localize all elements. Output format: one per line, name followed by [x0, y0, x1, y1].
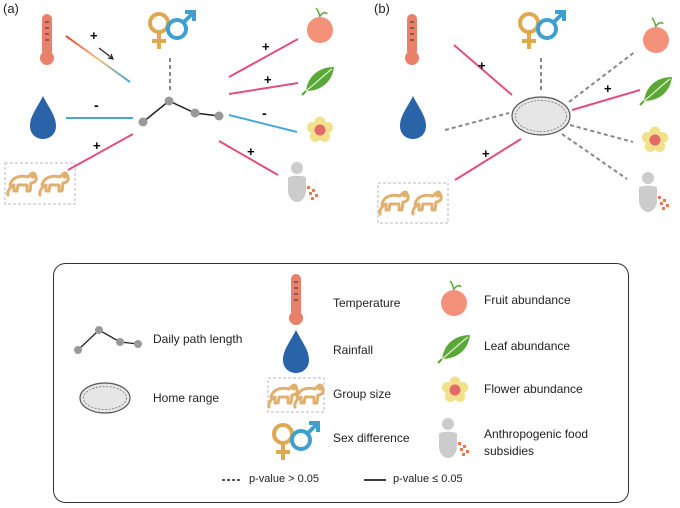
legend-flower: Flower abundance [484, 382, 583, 396]
group-size-box [4, 162, 76, 205]
monkey-icon [6, 170, 38, 197]
leaf-icon [301, 66, 335, 96]
panel-b-label: (b) [374, 1, 390, 16]
legend-rainfall: Rainfall [333, 343, 374, 357]
flower-link [569, 124, 634, 143]
home-range-icon [79, 382, 131, 414]
legend-temperature: Temperature [333, 296, 401, 310]
sign-a-temperature: + [90, 28, 98, 43]
human-food-icon [639, 172, 669, 212]
legend-path-length: Daily path length [153, 332, 243, 346]
sign-b-group: + [482, 146, 490, 161]
legend-home-range: Home range [153, 391, 220, 405]
legend-solid-key: p-value ≤ 0.05 [393, 473, 463, 485]
sign-a-rainfall: - [94, 97, 99, 113]
thermometer-icon [288, 273, 304, 326]
temperature-link [65, 35, 131, 83]
sign-a-group: + [93, 138, 101, 153]
sign-b-temperature: + [478, 58, 486, 73]
monkey-icon [38, 170, 70, 197]
fruit-icon [642, 17, 670, 54]
legend-group-size: Group size [333, 387, 392, 401]
home-range-icon [511, 96, 571, 136]
legend-sex-difference: Sex difference [333, 431, 410, 445]
path-length-icon [142, 100, 220, 123]
thermometer-icon [39, 13, 55, 66]
leaf-link [228, 82, 299, 95]
legend-anthropogenic-1: Anthropogenic food [484, 427, 589, 441]
group-size-box [377, 182, 449, 224]
human-food-icon [288, 162, 318, 202]
sign-a-human: + [247, 144, 255, 159]
fruit-link [228, 38, 299, 78]
legend-fruit: Fruit abundance [484, 293, 571, 307]
temperature-link [453, 44, 513, 96]
leaf-icon [639, 76, 673, 106]
legend-anthropogenic-2: subsidies [484, 444, 535, 458]
panel-a-label: (a) [3, 1, 19, 16]
legend-dashed-key: p-value > 0.05 [249, 473, 320, 485]
sex-symbol-icon [148, 10, 196, 51]
sex-symbol-icon [518, 10, 566, 51]
thermometer-icon [404, 13, 420, 66]
sign-b-leaf: + [604, 81, 612, 96]
rainfall-link [444, 112, 510, 131]
group-link [67, 133, 134, 171]
water-drop-icon [400, 96, 426, 139]
panel-a: + - + + + - + [4, 7, 335, 205]
monkey-icon [378, 189, 410, 216]
panel-b: + + + [377, 10, 673, 224]
leaf-link [571, 89, 641, 111]
human-link [561, 133, 628, 180]
flower-icon [641, 126, 669, 152]
sign-a-flower: - [262, 105, 267, 121]
fruit-icon [306, 7, 334, 44]
sign-a-leaf: + [264, 72, 272, 87]
flower-link [228, 114, 298, 133]
arrow-icon [98, 47, 113, 59]
legend-frame [53, 263, 629, 503]
group-size-box [267, 377, 325, 413]
monkey-icon [411, 189, 443, 216]
fruit-link [568, 50, 637, 103]
flower-icon [306, 116, 334, 142]
human-link [218, 140, 279, 176]
legend-leaf: Leaf abundance [484, 339, 571, 353]
water-drop-icon [30, 96, 56, 139]
sign-a-fruit: + [262, 39, 270, 54]
legend [53, 263, 629, 503]
group-link [454, 138, 522, 181]
path-length-icon [77, 329, 139, 351]
